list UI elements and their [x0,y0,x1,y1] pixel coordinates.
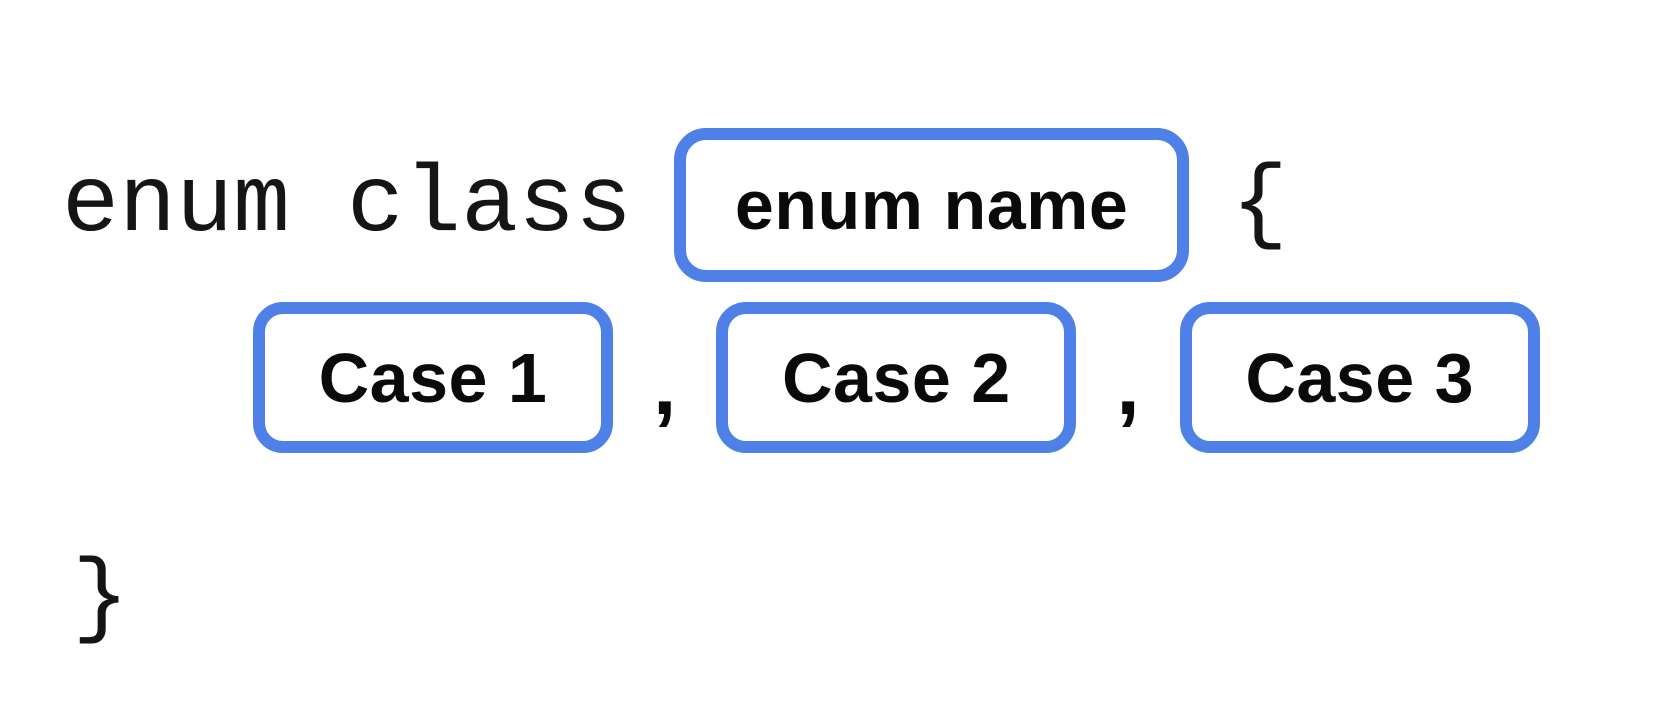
case-3-placeholder-box: Case 3 [1179,302,1540,453]
case-1-label: Case 1 [318,338,548,417]
enum-class-keyword: enum class [62,151,633,259]
case-2-placeholder-box: Case 2 [716,302,1077,453]
closing-brace: } [72,545,130,653]
enum-name-label: enum name [734,166,1129,244]
opening-brace: { [1231,151,1289,259]
comma-separator: , [1116,338,1140,432]
enum-declaration-line: enum class enum name { [62,128,1288,282]
comma-separator: , [653,338,677,432]
case-2-label: Case 2 [781,338,1011,417]
case-1-placeholder-box: Case 1 [253,302,613,453]
enum-name-placeholder-box: enum name [674,128,1190,282]
enum-cases-line: Case 1 , Case 2 , Case 3 [253,302,1540,453]
case-3-label: Case 3 [1245,338,1475,417]
